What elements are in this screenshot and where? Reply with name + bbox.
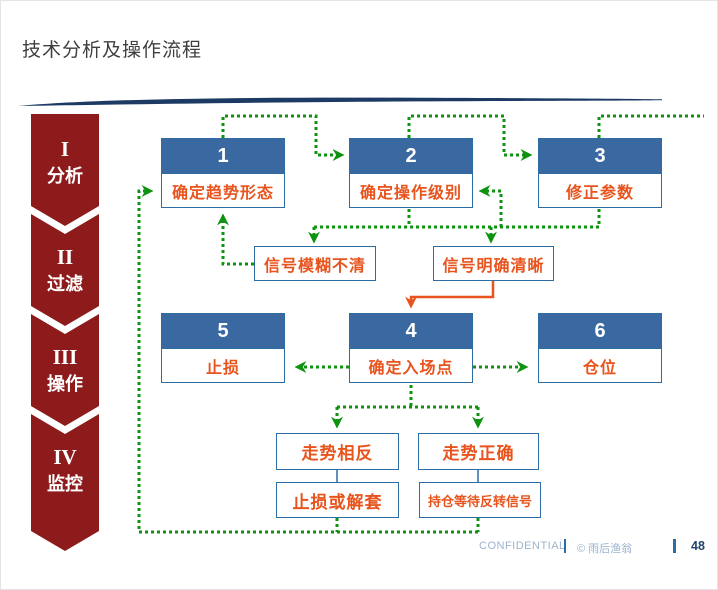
flow-box-6-position: 6 仓位 xyxy=(538,313,662,383)
connector-trunk-to-box2 xyxy=(478,185,503,227)
flow-box-number: 2 xyxy=(350,139,472,173)
copyright-label: © 雨后渔翁 xyxy=(577,543,633,555)
connector-box3-top-stub xyxy=(597,114,704,138)
footer-divider xyxy=(673,539,676,553)
connector-signal-unclear-to-box1 xyxy=(217,213,254,266)
signal-box-label: 信号模糊不清 xyxy=(263,257,366,275)
stage-numeral: I xyxy=(60,137,70,161)
action-box-hold-wait-reversal: 持仓等待反转信号 xyxy=(419,482,541,518)
stage-label: 过滤 xyxy=(47,274,83,294)
signal-box-clear: 信号明确清晰 xyxy=(433,246,554,281)
flow-box-number: 5 xyxy=(162,314,284,348)
stage-chevron-monitor: IV 监控 xyxy=(31,414,99,551)
flow-box-4-entry-point: 4 确定入场点 xyxy=(349,313,473,383)
flow-box-number: 4 xyxy=(350,314,472,348)
action-box-stop-loss-or-untie: 止损或解套 xyxy=(276,482,399,518)
stage-chevron-filter: II 过滤 xyxy=(31,214,99,326)
page-number: 48 xyxy=(691,539,705,553)
flow-box-5-stop-loss: 5 止损 xyxy=(161,313,285,383)
connector-box3-to-signal-trunk xyxy=(314,209,601,229)
page-title: 技术分析及操作流程 xyxy=(22,40,203,61)
flow-box-2-operation-level: 2 确定操作级别 xyxy=(349,138,473,208)
flow-box-number: 3 xyxy=(539,139,661,173)
flow-box-label: 止损 xyxy=(162,348,284,382)
stage-numeral: IV xyxy=(53,445,77,469)
flow-box-label: 修正参数 xyxy=(539,173,661,207)
action-box-label: 持仓等待反转信号 xyxy=(427,493,532,509)
flow-box-1-trend-pattern: 1 确定趋势形态 xyxy=(161,138,285,208)
signal-box-label: 信号明确清晰 xyxy=(442,257,545,275)
action-box-label: 止损或解套 xyxy=(292,492,383,512)
outcome-box-label: 走势相反 xyxy=(301,444,374,463)
stage-label: 监控 xyxy=(47,474,83,494)
flow-box-3-adjust-parameters: 3 修正参数 xyxy=(538,138,662,208)
title-underline-swoosh xyxy=(18,97,662,106)
stage-chevron-analysis: I 分析 xyxy=(31,114,99,226)
slide-footer: CONFIDENTIAL © 雨后渔翁 48 xyxy=(1,538,717,556)
connector-signal-clear-to-box4 xyxy=(405,281,495,309)
flow-box-number: 6 xyxy=(539,314,661,348)
stage-label: 操作 xyxy=(47,374,83,394)
outcome-box-trend-correct: 走势正确 xyxy=(418,433,539,470)
flow-box-label: 确定趋势形态 xyxy=(162,173,284,207)
footer-divider xyxy=(564,539,566,553)
signal-box-unclear: 信号模糊不清 xyxy=(254,246,376,281)
stage-numeral: III xyxy=(52,345,78,369)
stage-numeral: II xyxy=(56,245,74,269)
confidential-label: CONFIDENTIAL xyxy=(479,540,566,552)
stage-chevron-operate: III 操作 xyxy=(31,314,99,426)
outcome-box-trend-opposite: 走势相反 xyxy=(276,433,399,470)
flow-box-label: 确定操作级别 xyxy=(350,173,472,207)
flow-box-number: 1 xyxy=(162,139,284,173)
flow-box-label: 仓位 xyxy=(539,348,661,382)
flow-box-label: 确定入场点 xyxy=(350,348,472,382)
outcome-box-label: 走势正确 xyxy=(442,444,515,463)
stage-label: 分析 xyxy=(47,166,83,186)
